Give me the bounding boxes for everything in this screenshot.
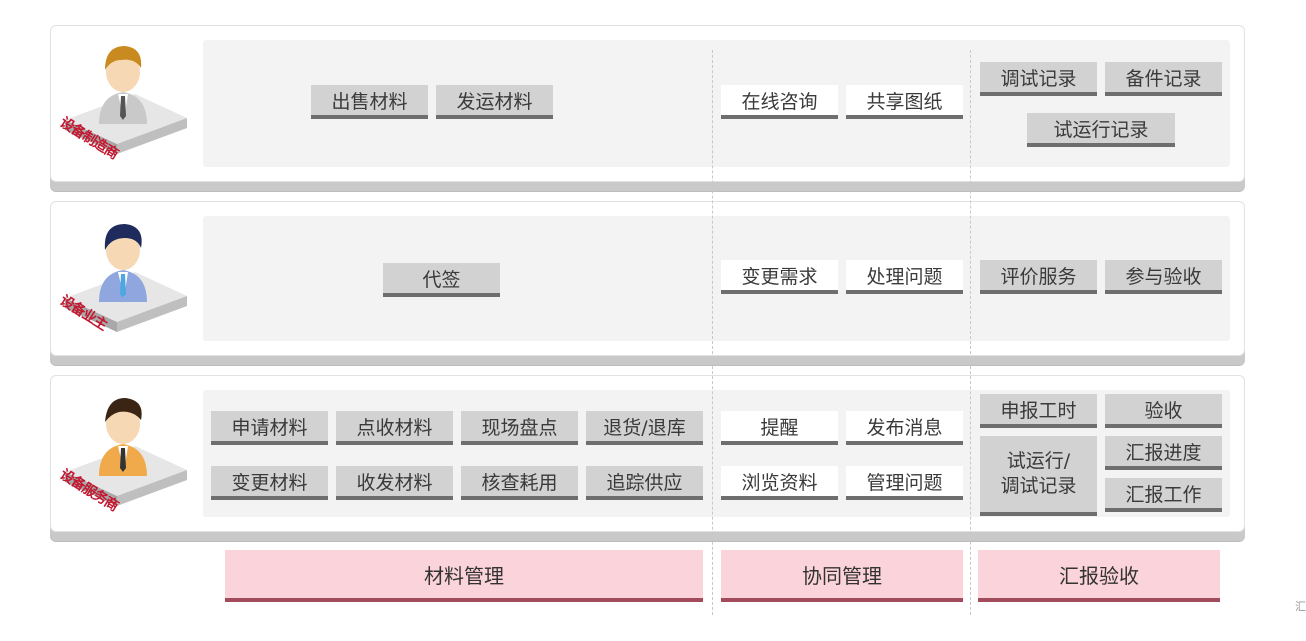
actor-provider: 设备服务商 <box>55 384 195 534</box>
trial-debug-line-2: 调试记录 <box>1000 475 1077 497</box>
button-receive-material[interactable]: 点收材料 <box>336 411 453 445</box>
button-dispatch-material[interactable]: 收发材料 <box>336 466 453 500</box>
button-track-supply[interactable]: 追踪供应 <box>586 466 703 500</box>
button-handle-issues[interactable]: 处理问题 <box>846 260 963 294</box>
row-manufacturer <box>50 25 1245 182</box>
button-publish-message[interactable]: 发布消息 <box>846 411 963 445</box>
button-sign-for[interactable]: 代签 <box>383 263 500 297</box>
button-report-progress[interactable]: 汇报进度 <box>1105 436 1222 470</box>
button-site-inventory[interactable]: 现场盘点 <box>461 411 578 445</box>
actor-manufacturer: 设备制造商 <box>55 32 195 182</box>
button-ship-material[interactable]: 发运材料 <box>436 85 553 119</box>
button-share-drawings[interactable]: 共享图纸 <box>846 85 963 119</box>
button-return-goods[interactable]: 退货/退库 <box>586 411 703 445</box>
button-debug-record[interactable]: 调试记录 <box>980 62 1097 96</box>
button-change-request[interactable]: 变更需求 <box>721 260 838 294</box>
button-reminder[interactable]: 提醒 <box>721 411 838 445</box>
button-spare-parts-record[interactable]: 备件记录 <box>1105 62 1222 96</box>
button-browse-materials[interactable]: 浏览资料 <box>721 466 838 500</box>
trial-debug-line-1: 试运行/ <box>1006 450 1071 472</box>
button-check-consumption[interactable]: 核查耗用 <box>461 466 578 500</box>
button-online-consult[interactable]: 在线咨询 <box>721 85 838 119</box>
corner-text: 汇 <box>1295 600 1306 613</box>
provider-icon <box>65 398 187 506</box>
button-sell-material[interactable]: 出售材料 <box>311 85 428 119</box>
button-report-work[interactable]: 汇报工作 <box>1105 478 1222 512</box>
button-trial-debug-record[interactable]: 试运行/ 调试记录 <box>980 436 1097 516</box>
button-evaluate-service[interactable]: 评价服务 <box>980 260 1097 294</box>
button-acceptance[interactable]: 验收 <box>1105 394 1222 428</box>
owner-icon <box>65 224 187 332</box>
button-trial-run-record[interactable]: 试运行记录 <box>1027 113 1175 147</box>
button-change-material[interactable]: 变更材料 <box>211 466 328 500</box>
button-apply-material[interactable]: 申请材料 <box>211 411 328 445</box>
separator-2 <box>970 50 971 615</box>
category-collaboration-management: 协同管理 <box>721 550 963 602</box>
category-report-acceptance: 汇报验收 <box>978 550 1220 602</box>
button-report-hours[interactable]: 申报工时 <box>980 394 1097 428</box>
separator-1 <box>712 50 713 615</box>
category-material-management: 材料管理 <box>225 550 703 602</box>
actor-owner: 设备业主 <box>55 210 195 360</box>
manufacturer-icon <box>65 46 187 154</box>
button-manage-issues[interactable]: 管理问题 <box>846 466 963 500</box>
button-join-acceptance[interactable]: 参与验收 <box>1105 260 1222 294</box>
